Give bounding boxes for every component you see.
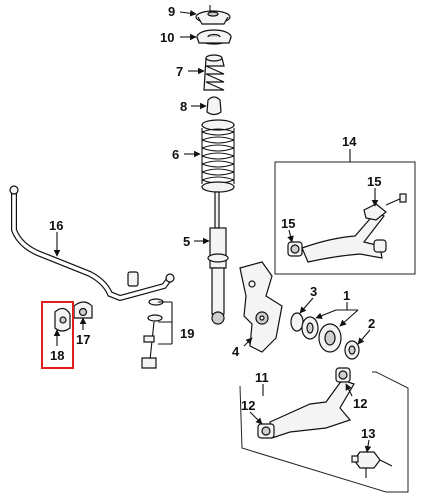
callout-14: 14 (342, 134, 357, 149)
callout-15-left: 15 (281, 216, 295, 231)
upper-control-arm[interactable] (287, 193, 407, 263)
ball-joint[interactable] (351, 451, 393, 478)
callout-4: 4 (232, 344, 240, 359)
callout-13: 13 (361, 426, 375, 441)
lower-control-arm[interactable] (257, 367, 355, 439)
coil-spring[interactable] (201, 119, 235, 193)
steering-knuckle[interactable] (239, 261, 283, 353)
callout-7: 7 (176, 64, 183, 79)
stabilizer-link[interactable] (141, 298, 164, 369)
strut-body[interactable] (207, 191, 229, 325)
stabilizer-bracket[interactable] (54, 307, 71, 332)
bump-stop[interactable] (206, 96, 222, 116)
callout-15-right: 15 (367, 174, 381, 189)
callout-12-left: 12 (241, 398, 255, 413)
callout-3: 3 (310, 284, 317, 299)
dust-boot[interactable] (203, 54, 225, 91)
callout-8: 8 (180, 99, 187, 114)
callouts: 9 10 7 8 6 5 4 3 1 2 14 15 15 16 17 18 1… (49, 4, 381, 441)
leader-lines (53, 9, 379, 453)
callout-12-right: 12 (353, 396, 367, 411)
callout-6: 6 (172, 147, 179, 162)
callout-19: 19 (180, 326, 194, 341)
hub-bearing-set[interactable] (290, 312, 360, 360)
callout-11: 11 (255, 370, 269, 385)
callout-5: 5 (183, 234, 190, 249)
callout-2: 2 (368, 316, 375, 331)
callout-1: 1 (343, 288, 350, 303)
stabilizer-bar[interactable] (9, 185, 175, 302)
callout-17: 17 (76, 332, 90, 347)
strut-assembly (195, 5, 235, 325)
callout-18: 18 (50, 348, 64, 363)
stabilizer-bushing[interactable] (73, 301, 93, 319)
callout-10: 10 (160, 30, 174, 45)
callout-16: 16 (49, 218, 63, 233)
highlight-frame-18 (41, 301, 74, 369)
upper-mount[interactable] (195, 5, 231, 25)
upper-arm-frame (274, 161, 416, 275)
lower-arm-frame (239, 371, 409, 493)
spring-seat[interactable] (196, 29, 232, 45)
callout-9: 9 (168, 4, 175, 19)
